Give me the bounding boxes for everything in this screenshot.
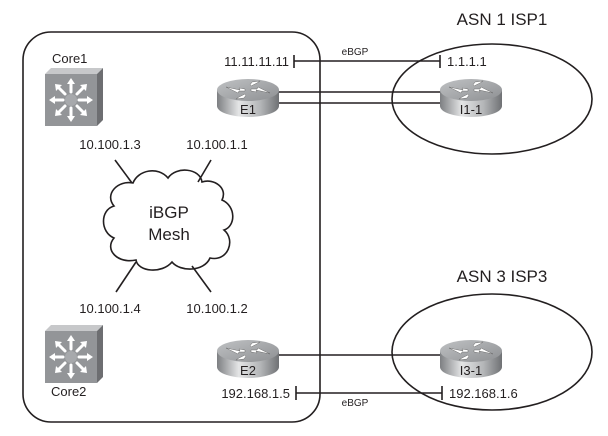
ebgp-peering-1: eBGP 11.11.11.11 1.1.1.1 xyxy=(224,47,487,69)
core1-switch[interactable]: Core1 xyxy=(43,51,105,128)
mesh-link-e1 xyxy=(197,159,212,183)
i1-1-label: I1-1 xyxy=(460,102,482,117)
ebgp-peering-2: eBGP 192.168.1.5 192.168.1.6 xyxy=(221,386,518,409)
e2-label: E2 xyxy=(240,363,256,378)
ebgp-label-2: eBGP xyxy=(342,398,369,409)
i3-1-router[interactable]: I3-1 xyxy=(439,339,503,379)
ibgp-mesh-cloud: iBGP Mesh xyxy=(102,169,234,271)
isp1-title: ASN 1 ISP1 xyxy=(457,10,548,29)
mesh-link-core1 xyxy=(114,159,133,184)
mesh-ip-core2: 10.100.1.4 xyxy=(79,301,140,316)
isp3-boundary xyxy=(391,293,593,411)
e1-label: E1 xyxy=(240,102,256,117)
mesh-ip-e2: 10.100.1.2 xyxy=(186,301,247,316)
isp3-title: ASN 3 ISP3 xyxy=(457,267,548,286)
i3-1-label: I3-1 xyxy=(460,363,482,378)
enterprise-boundary xyxy=(22,31,321,423)
layer3-switch-icon xyxy=(43,66,105,128)
isp1-boundary xyxy=(391,43,593,155)
core2-label: Core2 xyxy=(51,384,86,399)
cloud-icon xyxy=(102,169,234,271)
mesh-link-e2 xyxy=(191,265,212,293)
e2-router[interactable]: E2 xyxy=(216,339,280,379)
e1-router[interactable]: E1 xyxy=(216,78,280,118)
mesh-ip-core1: 10.100.1.3 xyxy=(79,137,140,152)
local-ip-1: 11.11.11.11 xyxy=(224,54,289,69)
remote-ip-2: 192.168.1.6 xyxy=(449,386,518,401)
ebgp-label-1: eBGP xyxy=(342,47,369,58)
cloud-label-line2: Mesh xyxy=(148,225,190,244)
mesh-ip-e1: 10.100.1.1 xyxy=(186,137,247,152)
core2-switch[interactable]: Core2 xyxy=(43,323,105,399)
i1-1-router[interactable]: I1-1 xyxy=(439,78,503,118)
cloud-label-line1: iBGP xyxy=(149,203,189,222)
core1-label: Core1 xyxy=(52,51,87,66)
remote-ip-1: 1.1.1.1 xyxy=(447,54,487,69)
layer3-switch-icon xyxy=(43,323,105,385)
local-ip-2: 192.168.1.5 xyxy=(221,386,290,401)
mesh-link-core2 xyxy=(115,261,137,293)
